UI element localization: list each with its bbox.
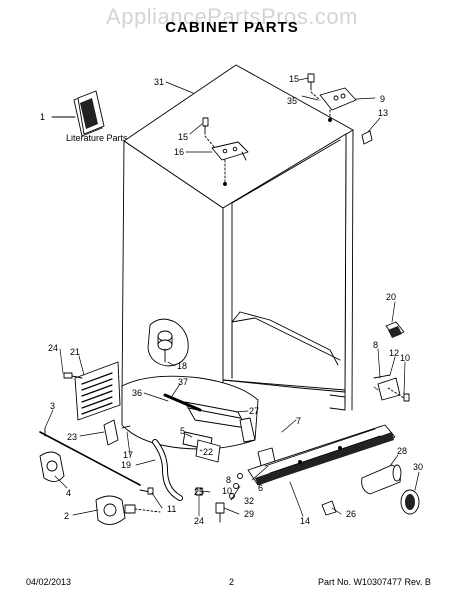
callout-19: 19: [121, 460, 131, 470]
callout-32: 32: [244, 496, 254, 506]
callout-14: 14: [300, 516, 310, 526]
callout-10: 10: [222, 486, 232, 496]
footer-part-number: Part No. W10307477 Rev. B: [318, 577, 431, 587]
right-side-parts: [321, 321, 420, 516]
callout-18: 18: [177, 361, 187, 371]
callout-2: 2: [64, 511, 69, 521]
callout-8: 8: [226, 475, 231, 485]
callout-15: 15: [178, 132, 188, 142]
callout-27: 27: [249, 406, 259, 416]
leveling-parts: [39, 419, 161, 525]
callout-9: 9: [380, 94, 385, 104]
plug-detail: [147, 318, 189, 367]
callout-25: 25: [194, 487, 204, 497]
footer-date: 04/02/2013: [26, 577, 72, 587]
callout-8: 8: [373, 340, 378, 350]
leader-lines: [44, 77, 420, 517]
callout-22: 22: [203, 447, 213, 457]
callout-24: 24: [194, 516, 204, 526]
callout-35: 35: [287, 96, 297, 106]
callout-4: 4: [66, 488, 71, 498]
callout-23: 23: [67, 432, 77, 442]
callout-3: 3: [50, 401, 55, 411]
callout-15: 15: [289, 74, 299, 84]
footer-page-number: 2: [229, 577, 235, 587]
callout-36: 36: [132, 388, 142, 398]
callout-12: 12: [389, 348, 399, 358]
watermark: AppliancePartsPros.com: [106, 4, 358, 29]
cabinet-body: [121, 64, 354, 411]
callout-20: 20: [386, 292, 396, 302]
callout-5: 5: [180, 426, 185, 436]
literature-label: Literature Parts: [66, 133, 128, 143]
callout-17: 17: [123, 450, 133, 460]
callout-21: 21: [70, 347, 80, 357]
callout-28: 28: [397, 446, 407, 456]
callout-10: 10: [400, 353, 410, 363]
callout-31: 31: [154, 77, 164, 87]
callout-13: 13: [378, 108, 388, 118]
literature-booklet: [51, 90, 105, 137]
callout-29: 29: [244, 509, 254, 519]
bottom-screws: [195, 473, 243, 523]
callout-26: 26: [346, 509, 356, 519]
callout-11: 11: [167, 504, 176, 514]
page-title: CABINET PARTS: [165, 19, 299, 36]
compartment-cover: [63, 361, 121, 421]
base-grille: [247, 424, 396, 486]
callout-37: 37: [178, 377, 188, 387]
callout-30: 30: [413, 462, 423, 472]
callout-6: 6: [258, 483, 263, 493]
callout-1: 1: [40, 112, 45, 122]
callout-16: 16: [174, 147, 184, 157]
callout-labels: 31 1 15 35 9 13 15 16 20 24 21 18 8 12 1…: [40, 74, 423, 526]
drain-assembly: [121, 375, 277, 501]
top-hinge-parts: [202, 73, 373, 186]
callout-7: 7: [296, 416, 301, 426]
callout-24: 24: [48, 343, 58, 353]
